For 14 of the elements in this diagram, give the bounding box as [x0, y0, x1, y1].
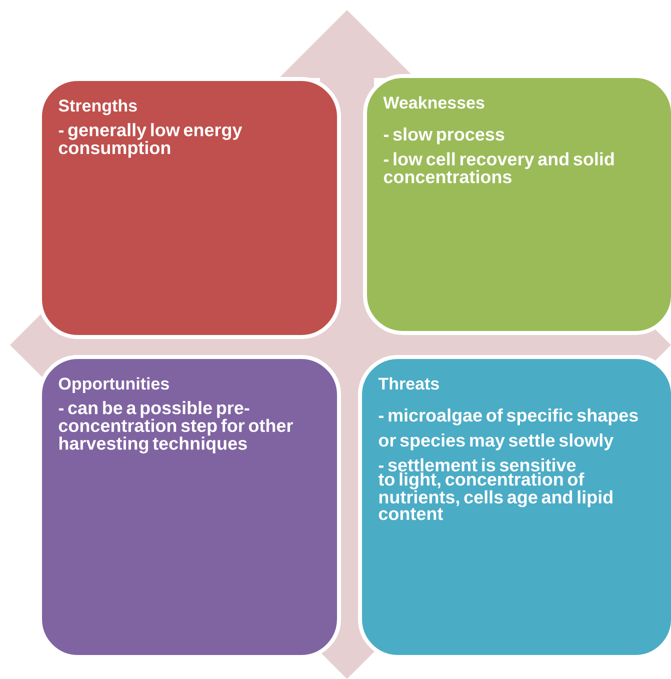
box-text: - settlement is sensitive to light, concentration of nutrients, cells age and lipid content: [378, 458, 612, 520]
box-heading: Opportunities: [58, 377, 169, 394]
box-text: - low cell recovery and solid concentrations: [384, 152, 614, 184]
box-heading: Threats: [378, 377, 439, 390]
box-text: - microalgae of specific shapes or species may settle slowly: [378, 408, 638, 450]
box-text: - can be a possible pre-concentration step for other harvesting techniques: [58, 401, 293, 454]
box-heading: Strengths: [58, 99, 137, 116]
swot-box: [363, 74, 671, 335]
box-text: - generally low energy consumption: [58, 123, 242, 158]
box-heading: Weaknesses: [383, 96, 484, 109]
swot-box: [38, 77, 341, 339]
swot-box: [38, 355, 341, 659]
box-text: - slow process: [384, 127, 504, 144]
swot-box: [358, 355, 671, 659]
